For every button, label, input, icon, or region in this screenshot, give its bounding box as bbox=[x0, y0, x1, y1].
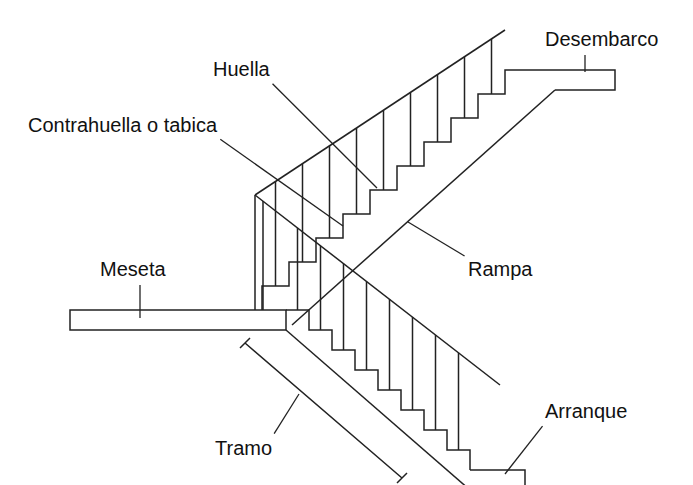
ramp-underside bbox=[292, 90, 555, 325]
leader-line bbox=[274, 394, 299, 434]
exit-slab bbox=[532, 70, 615, 90]
flight-dimension-line bbox=[240, 338, 407, 483]
lower-flight-underside bbox=[286, 330, 470, 485]
start-slab bbox=[470, 470, 525, 485]
part-label: Meseta bbox=[100, 258, 166, 281]
leader-line bbox=[139, 285, 140, 318]
upper-handrail bbox=[255, 30, 505, 195]
part-label: Arranque bbox=[545, 400, 627, 423]
lower-handrail bbox=[255, 195, 500, 385]
upper-balusters bbox=[276, 39, 492, 286]
leader-line bbox=[505, 426, 543, 474]
lower-balusters bbox=[298, 228, 459, 450]
leader-line bbox=[584, 55, 585, 72]
landing-slab bbox=[70, 310, 286, 330]
lower-flight-steps bbox=[286, 310, 470, 470]
part-label: Tramo bbox=[215, 437, 272, 460]
part-label: Rampa bbox=[468, 258, 532, 281]
part-label: Contrahuella o tabica bbox=[28, 114, 217, 137]
part-label: Desembarco bbox=[545, 28, 658, 51]
leader-line bbox=[408, 222, 465, 256]
part-label: Huella bbox=[213, 58, 270, 81]
leader-line bbox=[273, 84, 377, 188]
leader-line bbox=[220, 139, 343, 226]
newel-post bbox=[255, 195, 263, 310]
